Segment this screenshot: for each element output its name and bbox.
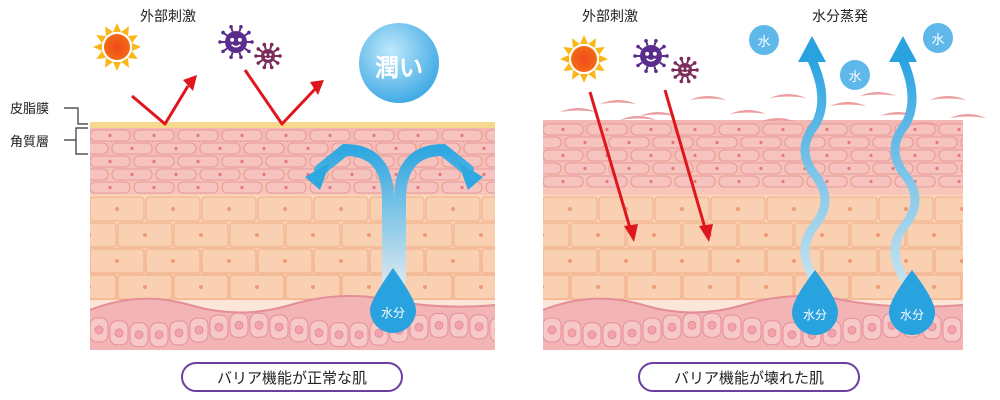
sun-icon <box>93 23 141 71</box>
water-drop-icon <box>889 270 935 335</box>
layer-brackets <box>64 107 88 155</box>
stratum-corneum-label: 角質層 <box>10 135 50 150</box>
sebum-membrane-label: 皮脂膜 <box>10 102 50 117</box>
water-bubble-icon <box>923 23 953 53</box>
evaporation-arrowhead <box>798 36 826 62</box>
caption-damaged-skin-text: バリア機能が壊れた肌 <box>673 368 824 387</box>
moisture-retention-arrows <box>305 143 483 286</box>
caption-healthy-skin: バリア機能が正常な肌 <box>181 362 403 392</box>
evaporation-arrowhead <box>889 36 917 62</box>
water-drop-icon <box>370 268 416 333</box>
water-drop-icon <box>792 270 838 335</box>
healthy-skin-cross-section <box>90 127 495 350</box>
water-bubble-label-3: 水 <box>931 33 945 48</box>
right-water-drop-label-2: 水分 <box>899 308 924 322</box>
germ-icon <box>671 56 699 84</box>
caption-healthy-skin-text: バリア機能が正常な肌 <box>216 368 367 387</box>
sun-icon <box>560 35 608 83</box>
water-bubble-label-2: 水 <box>848 70 862 85</box>
water-bubble-icon <box>749 25 779 55</box>
right-water-drop-label-1: 水分 <box>802 308 827 322</box>
flaking-corneum-scales <box>560 92 986 126</box>
germ-icon <box>218 24 254 60</box>
water-bubble-icon <box>840 60 870 90</box>
caption-damaged-skin: バリア機能が壊れた肌 <box>638 362 860 392</box>
water-evaporation-label: 水分蒸発 <box>812 9 868 25</box>
sebum-membrane-layer <box>90 122 495 128</box>
germ-icon <box>633 38 669 74</box>
stimulus-reflected-arrows <box>131 69 324 126</box>
right-external-stimulus-label: 外部刺激 <box>582 9 638 25</box>
stimulus-penetrating-arrows <box>588 89 713 242</box>
water-evaporation-arrows <box>800 55 920 285</box>
left-water-drop-label: 水分 <box>380 306 405 320</box>
left-external-stimulus-label: 外部刺激 <box>140 9 196 25</box>
moisture-badge-label: 潤い <box>375 54 423 82</box>
water-bubble-label-1: 水 <box>757 35 771 50</box>
moisture-badge-icon <box>359 23 439 103</box>
germ-icon <box>254 42 282 70</box>
